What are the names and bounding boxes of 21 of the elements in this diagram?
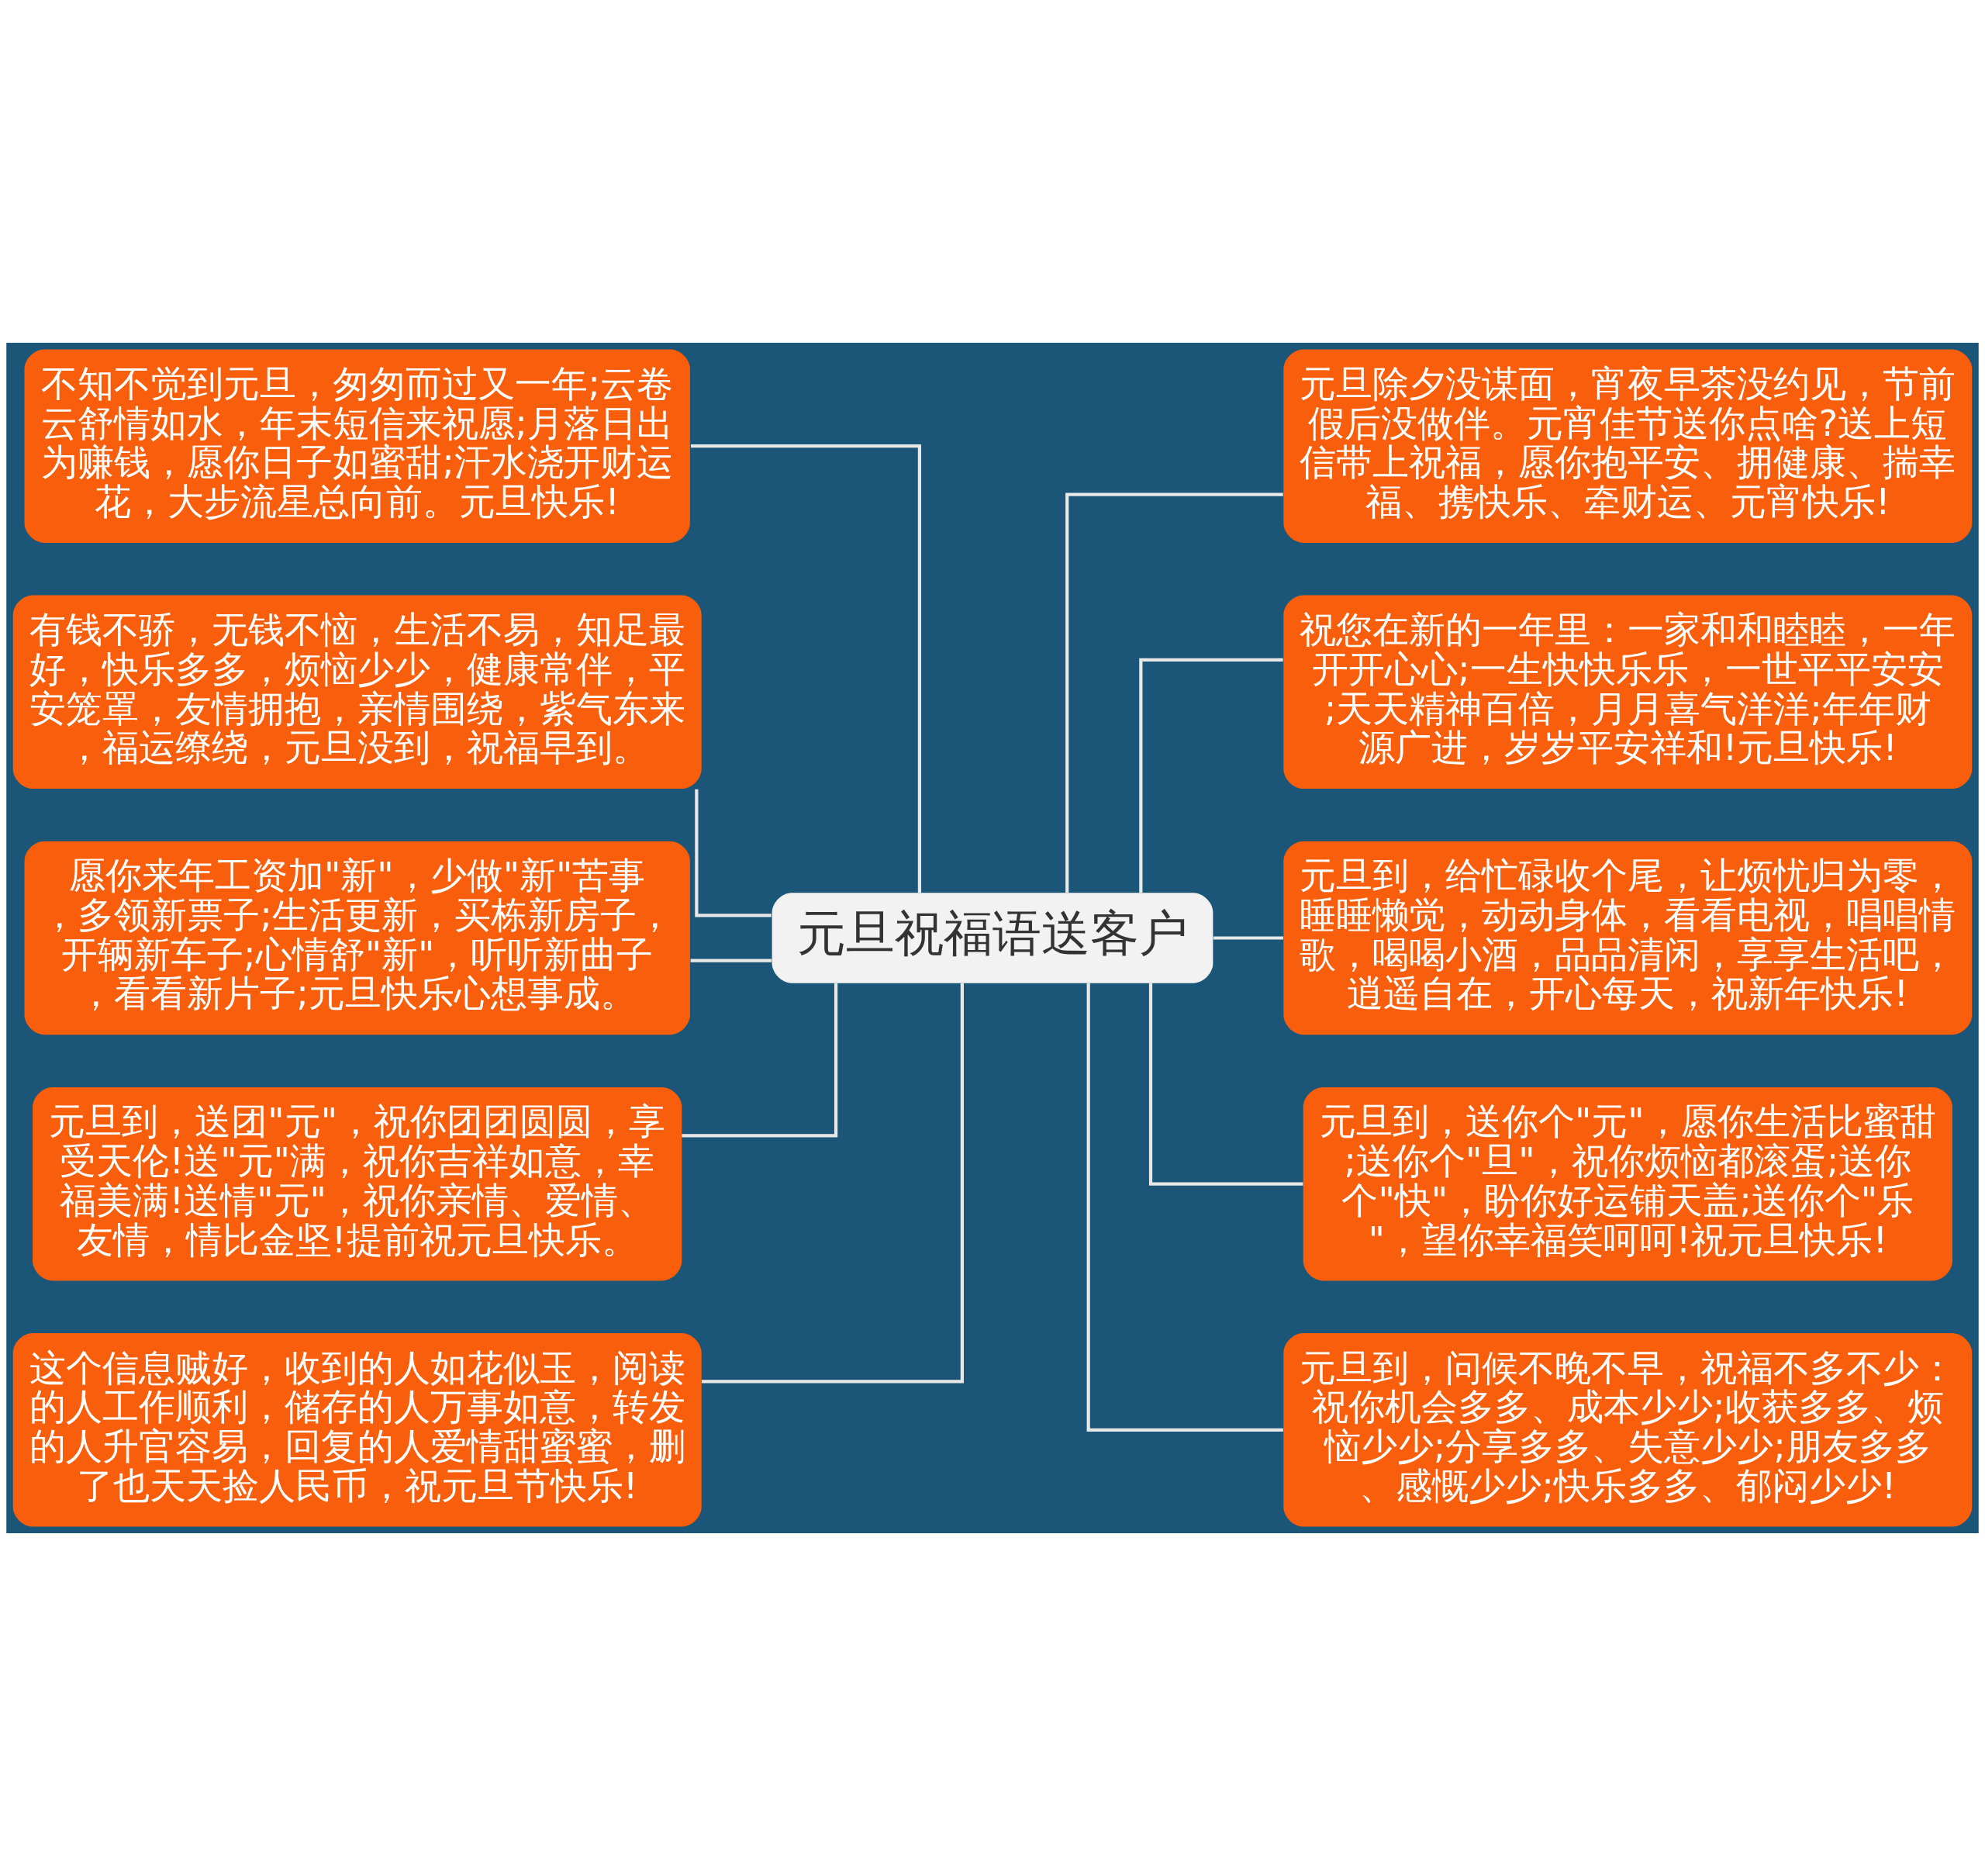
connector	[695, 789, 772, 917]
node-box: 元旦祝福语送客户	[772, 893, 1213, 983]
node-box: 元旦到，问候不晚不早，祝福不多不少：祝你机会多多、成本少少;收获多多、烦恼少少;分享多多、失意少少;朋友多多、感慨少少;快乐多多、郁闷少少!	[1283, 1333, 1973, 1527]
node-box: 有钱不骄，无钱不恼，生活不易，知足最好，快乐多多，烦恼少少，健康常伴，平安笼罩，友情拥抱，亲情围绕，紫气东来，福运缭绕，元旦没到，祝福早到。	[12, 595, 702, 789]
connector	[690, 959, 772, 962]
connector	[1213, 936, 1283, 940]
node-box: 这个信息贼好，收到的人如花似玉，阅读的人工作顺利，储存的人万事如意，转发的人升官容易，回复的人爱情甜蜜蜜，删了也天天捡人民币，祝元旦节快乐!	[12, 1333, 702, 1527]
node-box: 元旦除夕没谋面，宵夜早茶没约见，节前假后没做伴。元宵佳节送你点啥?送上短信带上祝福，愿你抱平安、拥健康、揣幸福、携快乐、牵财运、元宵快乐!	[1283, 349, 1973, 543]
connector	[1086, 983, 1283, 1432]
connector	[1139, 658, 1283, 893]
connector	[1065, 492, 1283, 893]
connector	[1148, 983, 1303, 1186]
node-box: 不知不觉到元旦，匆匆而过又一年;云卷云舒情如水，年末短信来祝愿;月落日出为赚钱，愿你日子如蜜甜;汗水浇开财运花，大步流星总向前。元旦快乐!	[24, 349, 690, 543]
node-box: 元旦到，给忙碌收个尾，让烦忧归为零，睡睡懒觉，动动身体，看看电视，唱唱情歌，喝喝小酒，品品清闲，享享生活吧，逍遥自在，开心每天，祝新年快乐!	[1283, 841, 1973, 1035]
node-box: 祝您在新的一年里：一家和和睦睦，一年开开心心;一生快快乐乐，一世平平安安;天天精神百倍，月月喜气洋洋;年年财源广进，岁岁平安祥和!元旦快乐!	[1283, 595, 1973, 789]
connector	[682, 983, 838, 1138]
connector	[701, 983, 964, 1384]
node-box: 愿你来年工资加"新"，少做"新"苦事，多领新票子;生活更新，买栋新房子，开辆新车子;心情舒"新"，听听新曲子，看看新片子;元旦快乐心想事成。	[24, 841, 690, 1035]
node-box: 元旦到，送团"元"，祝你团团圆圆，享受天伦!送"元"满，祝你吉祥如意，幸福美满!送情"元"，祝你亲情、爱情、友情，情比金坚!提前祝元旦快乐。	[33, 1087, 682, 1281]
connector	[690, 444, 922, 893]
node-box: 元旦到，送你个"元"，愿你生活比蜜甜;送你个"旦"，祝你烦恼都滚蛋;送你个"快"，盼你好运铺天盖;送你个"乐"，望你幸福笑呵呵!祝元旦快乐!	[1303, 1087, 1952, 1281]
